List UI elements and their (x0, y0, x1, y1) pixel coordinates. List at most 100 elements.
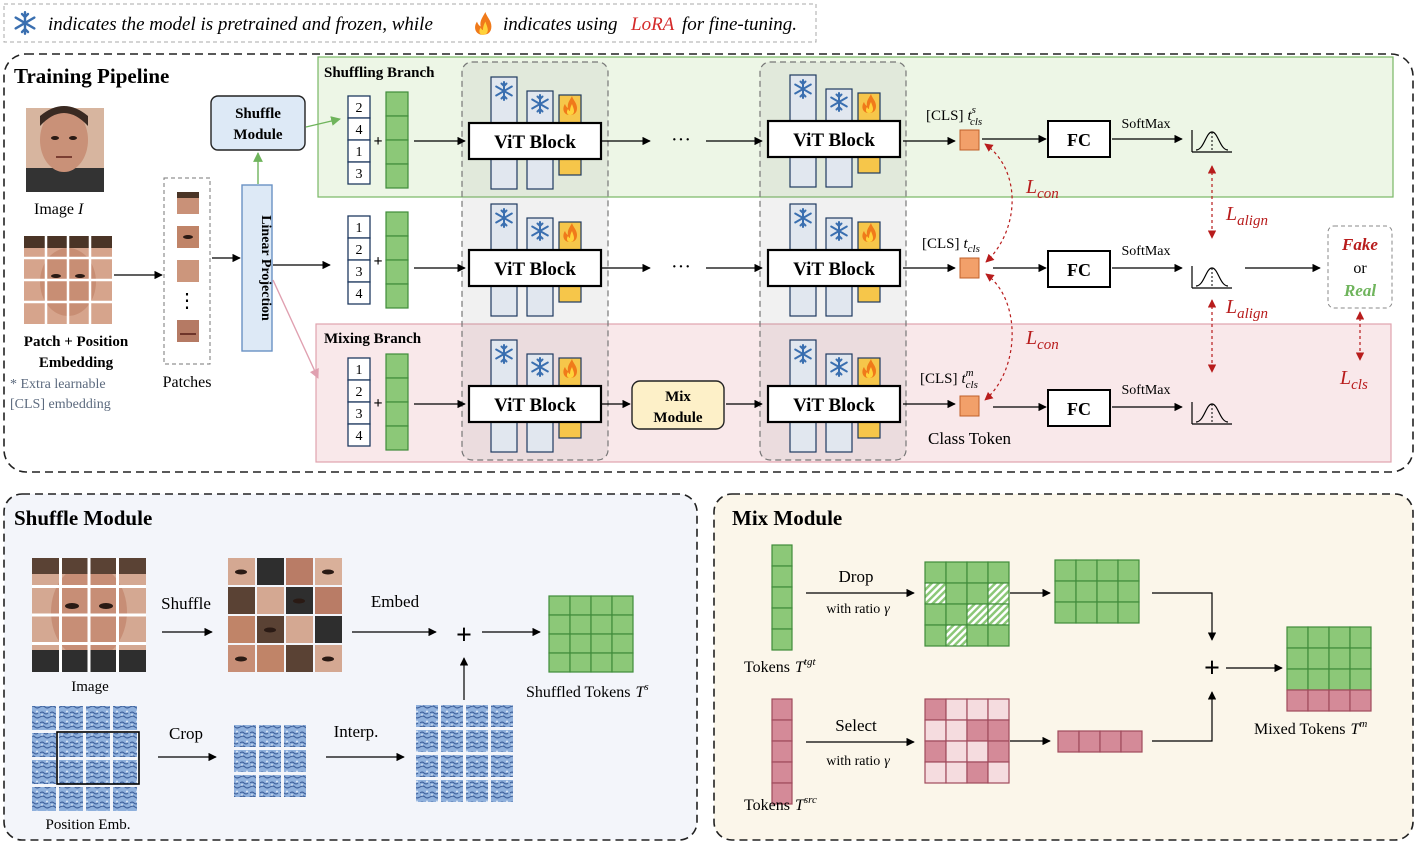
shuffled-patch-detail (235, 656, 247, 662)
shuffled-patch (315, 587, 342, 614)
drop-grid-cell (966, 582, 989, 605)
select-grid-cell (966, 719, 989, 742)
interp-emb-cell (441, 780, 463, 802)
drop-grid-cell (924, 582, 947, 605)
fc-shuffle: FC (1047, 120, 1111, 158)
cropped-emb-cell (284, 775, 306, 797)
position-emb-cell (86, 706, 110, 730)
token-index-label: 4 (356, 123, 363, 138)
fc-shuffle-label: FC (1067, 130, 1091, 150)
mixed-token-cell-source (1328, 689, 1351, 712)
position-embedding-cell (385, 425, 409, 451)
target-tokens-label: Tokens (744, 659, 790, 676)
selected-token-cell (1078, 730, 1101, 753)
source-token-cell (771, 740, 793, 763)
shuffled-patch (315, 616, 342, 643)
cls-t-s: t (968, 108, 973, 124)
token-plus: + (373, 395, 382, 412)
vit-block: ViT Block (766, 203, 902, 317)
kept-token-cell (1117, 559, 1140, 582)
selected-token-row (1057, 730, 1143, 753)
drop-grid-cell (924, 603, 947, 626)
token-plus: + (373, 133, 382, 150)
lalign-bottom-sub: align (1237, 306, 1268, 322)
shuffled-tokens-sup: s (644, 681, 648, 693)
cls-label-m: [CLS] (920, 371, 958, 387)
drop-grid (924, 561, 1010, 647)
select-grid-cell (945, 719, 968, 742)
drop-label: Drop (839, 567, 874, 586)
svg-text:Lalign: Lalign (1225, 203, 1268, 229)
interp-emb-cell (416, 755, 438, 777)
legend-text-1: indicates the model is pretrained and fr… (48, 14, 433, 35)
drop-grid-cell (924, 561, 947, 584)
source-tokens-var: T (795, 797, 805, 814)
position-embedding-cell (385, 115, 409, 141)
position-embedding-cell (385, 353, 409, 379)
shuffled-token-cell (569, 652, 592, 673)
shuffled-patch-detail (235, 569, 247, 575)
position-emb-label: Position Emb. (45, 817, 130, 833)
vit-block-label: ViT Block (793, 395, 875, 416)
source-token-cell (771, 761, 793, 784)
kept-token-cell (1075, 601, 1098, 624)
shuffled-patch-detail (322, 569, 334, 575)
interp-emb-cell (466, 755, 488, 777)
position-embedding-cell (385, 259, 409, 285)
kept-token-cell (1075, 580, 1098, 603)
shuffle-source-image (32, 558, 146, 672)
vit-block-box (766, 248, 902, 288)
cropped-emb-cell (234, 725, 256, 747)
select-gamma: γ (884, 754, 890, 769)
dots-mid: ··· (671, 256, 691, 278)
position-emb-cell (32, 760, 56, 784)
shuffled-token-cell (548, 652, 571, 673)
select-grid-cell (945, 698, 968, 721)
distribution-icon-mid (1191, 265, 1233, 289)
patches-stack (177, 192, 199, 342)
mixed-token-cell-target (1286, 647, 1309, 670)
drop-grid-cell (987, 582, 1010, 605)
cropped-emb-cell (259, 725, 281, 747)
target-token-cell (771, 565, 793, 588)
shuffled-patch (286, 616, 313, 643)
vit-block-label: ViT Block (494, 395, 576, 416)
target-tokens-var: T (795, 659, 805, 676)
shuffled-token-cell (590, 595, 613, 616)
interp-emb-cell (441, 730, 463, 752)
fc-mix-label: FC (1067, 399, 1091, 419)
token-index-label: 4 (356, 429, 363, 444)
svg-text:Lalign: Lalign (1225, 296, 1268, 322)
select-grid-cell (924, 740, 947, 763)
cls-token-main (959, 257, 980, 279)
kept-token-cell (1054, 601, 1077, 624)
kept-token-cell (1096, 601, 1119, 624)
position-embedding-cell (385, 235, 409, 261)
cls-label-main: [CLS] (922, 236, 960, 252)
interp-emb-cell (491, 755, 513, 777)
shuffle-plus: + (456, 620, 472, 651)
softmax-mid: SoftMax (1122, 244, 1171, 259)
token-index-label: 2 (356, 385, 363, 400)
select-grid-cell (966, 761, 989, 784)
class-token-label: Class Token (928, 429, 1012, 448)
target-tokens-sup: tgt (804, 656, 817, 668)
token-index-box (347, 281, 371, 305)
svg-text:Lcon: Lcon (1025, 327, 1059, 353)
position-emb-cell (59, 760, 83, 784)
interp-emb-cell (416, 730, 438, 752)
shuffle-panel-title: Shuffle Module (14, 506, 152, 530)
mixed-token-cell-target (1328, 647, 1351, 670)
shuffled-token-cell (569, 633, 592, 654)
patch-grid-image (24, 236, 112, 324)
shuffled-patch-detail (293, 598, 305, 604)
position-emb-cell (59, 733, 83, 757)
vit-block: ViT Block (766, 74, 902, 188)
token-index-label: 2 (356, 243, 363, 258)
interp-emb-cell (416, 780, 438, 802)
select-grid-cell (945, 740, 968, 763)
kept-token-grid (1054, 559, 1140, 624)
select-grid-cell (987, 761, 1010, 784)
